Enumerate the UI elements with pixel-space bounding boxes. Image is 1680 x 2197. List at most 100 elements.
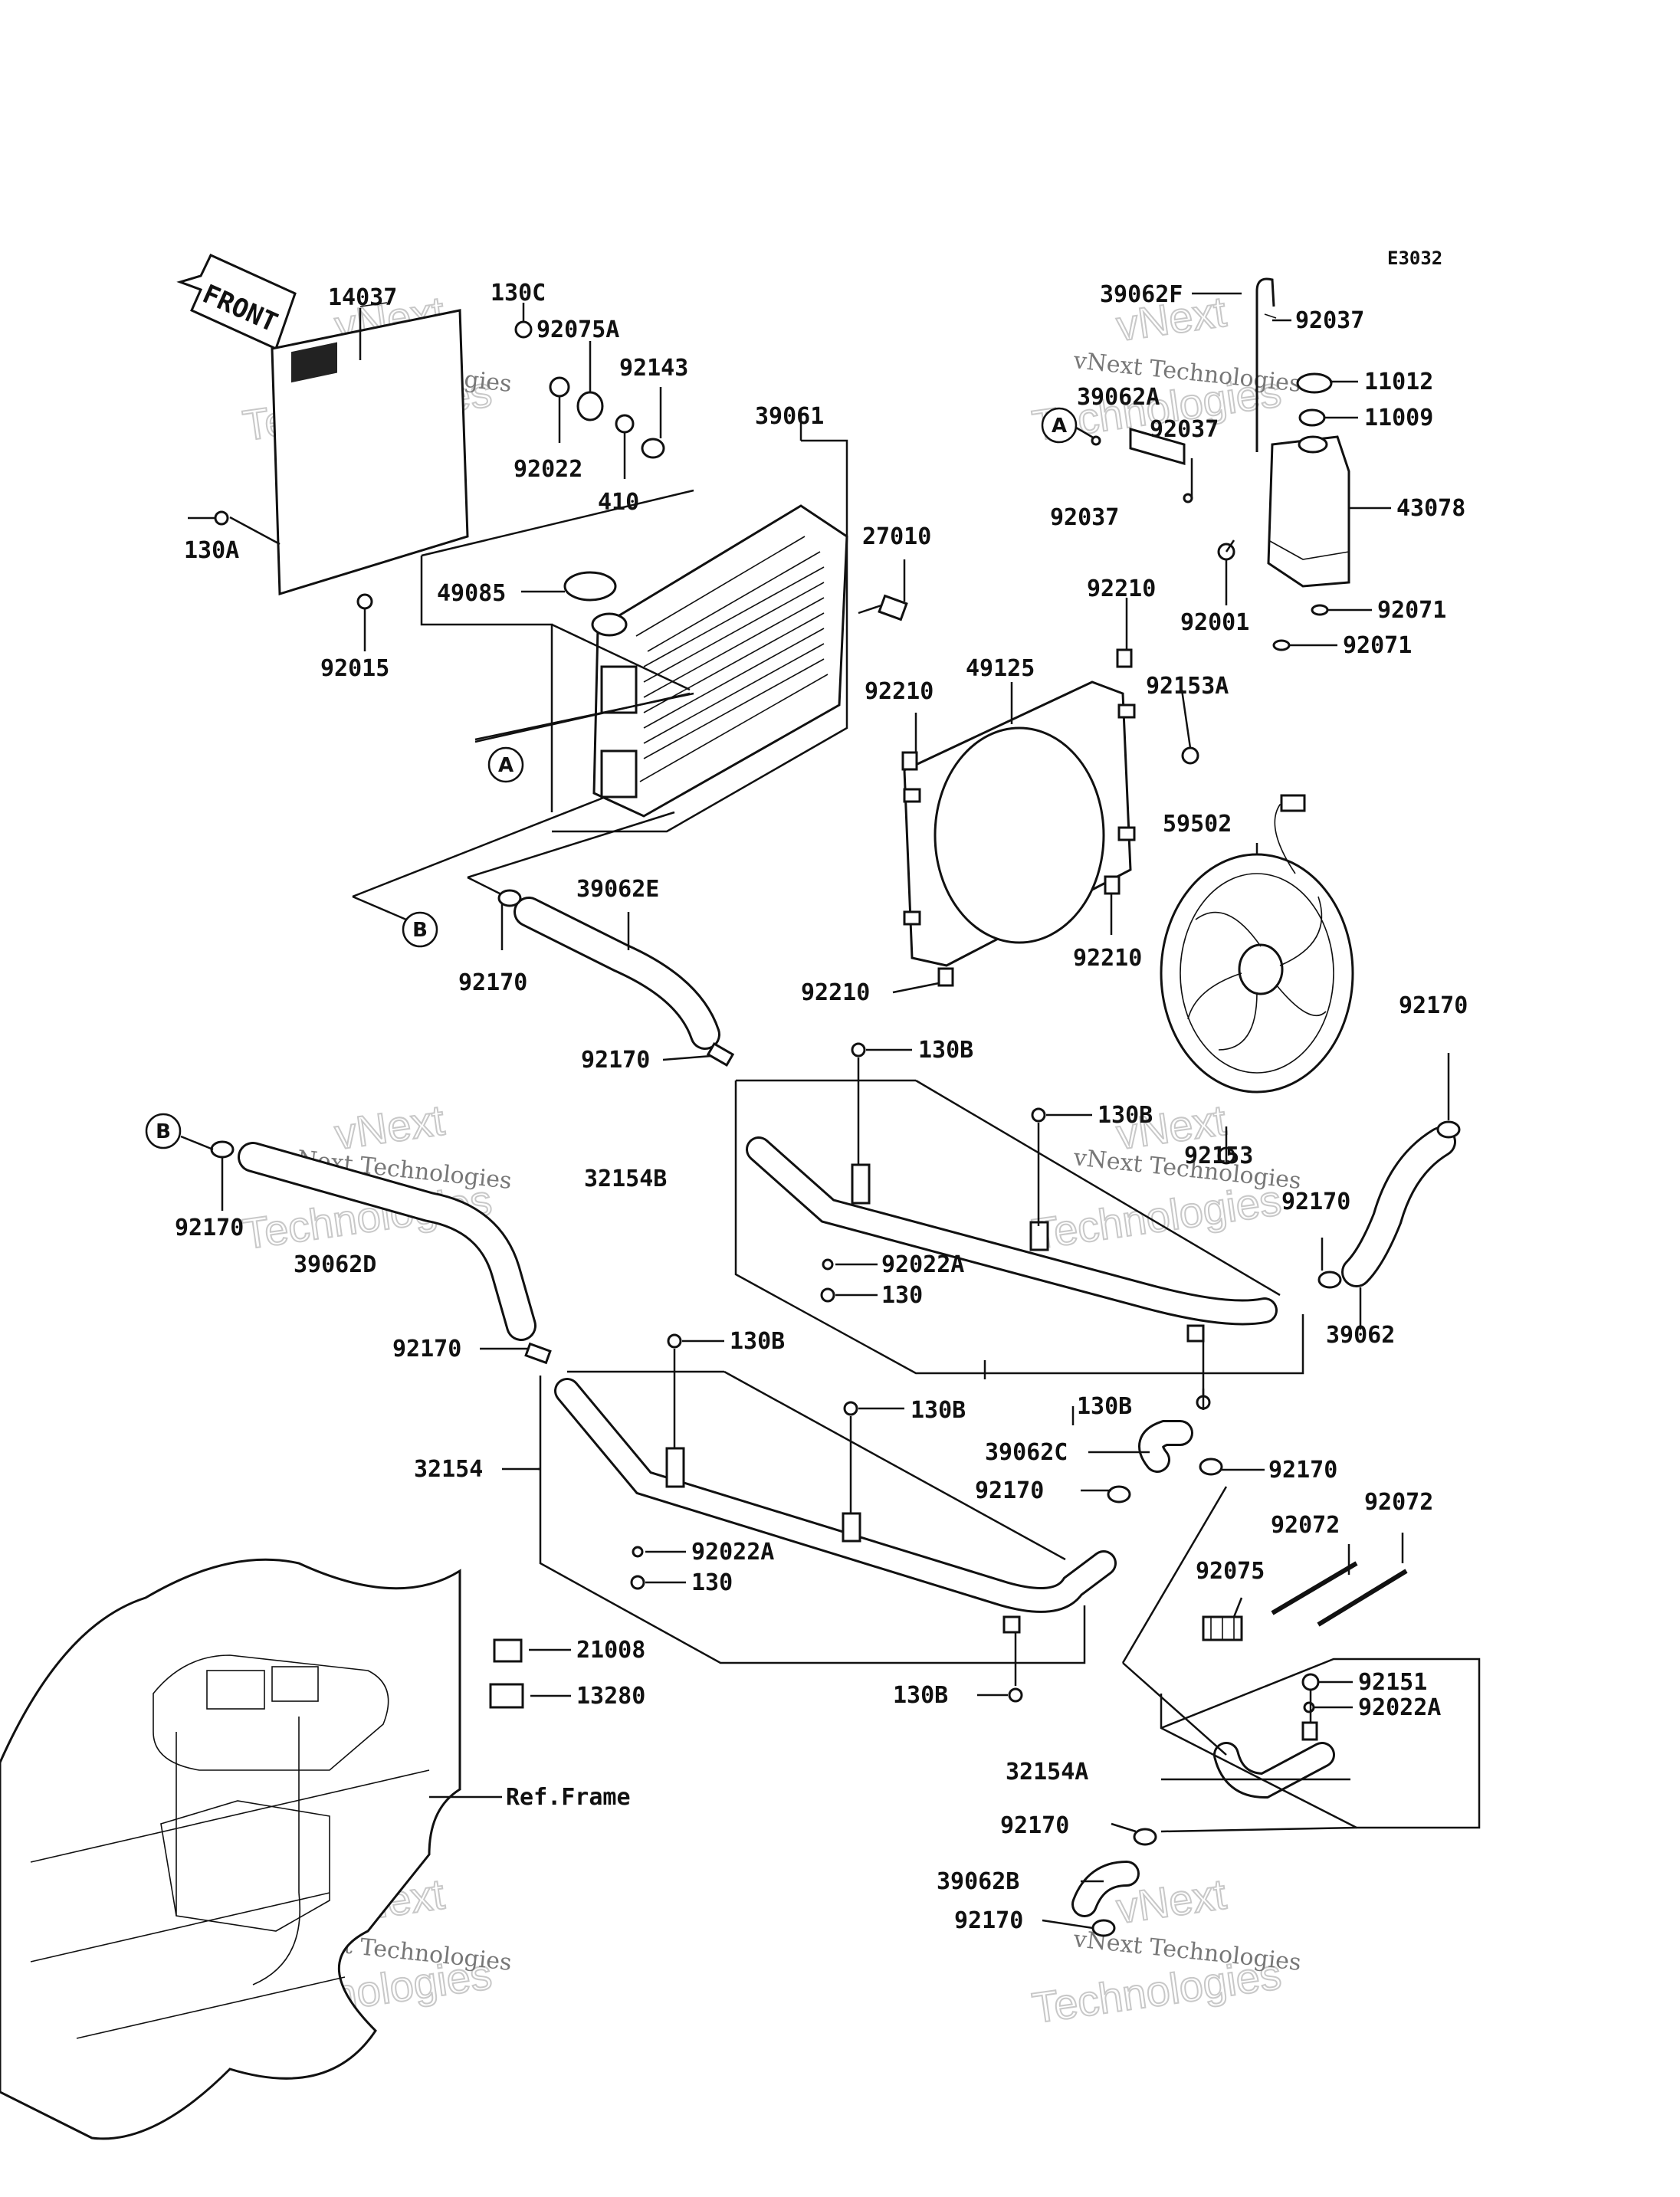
label-92071-b: 92071 xyxy=(1343,632,1412,659)
frame xyxy=(0,1558,502,2140)
svg-text:B: B xyxy=(156,1120,171,1143)
label-92022A-b: 92022A xyxy=(691,1539,774,1566)
label-130A: 130A xyxy=(184,537,239,564)
label-130-b: 130 xyxy=(691,1569,733,1596)
label-92170-d: 92170 xyxy=(1281,1189,1350,1215)
label-130B-a: 130B xyxy=(918,1037,973,1064)
callout-a-radiator: A xyxy=(474,692,691,783)
diagram-code: E3032 xyxy=(1387,248,1442,269)
callout-b-hose: B xyxy=(145,1113,214,1151)
label-92037-a: 92037 xyxy=(1295,307,1364,334)
label-14037: 14037 xyxy=(328,284,397,311)
label-92210-d: 92210 xyxy=(801,979,870,1006)
leader-lines xyxy=(188,292,1450,1930)
callout-b-radiator: B xyxy=(402,911,438,948)
fan-switch xyxy=(858,594,908,621)
label-130-a: 130 xyxy=(881,1282,923,1309)
label-92037-b: 92037 xyxy=(1150,416,1219,443)
label-21008: 21008 xyxy=(576,1637,645,1664)
label-92170-a: 92170 xyxy=(458,969,527,996)
label-92153A: 92153A xyxy=(1146,673,1229,700)
svg-text:A: A xyxy=(1052,415,1067,438)
label-32154B: 32154B xyxy=(584,1166,667,1192)
pipe-32154 xyxy=(554,1333,1117,1703)
cable-ties-92072 xyxy=(1271,1561,1408,1627)
label-130C: 130C xyxy=(491,280,546,307)
watermark-4: vNext Technologies vNext Technologies xyxy=(1029,1095,1302,1259)
reserve-tank xyxy=(1091,277,1350,651)
label-92170-j: 92170 xyxy=(954,1907,1023,1934)
label-27010: 27010 xyxy=(862,523,931,550)
shroud-clips xyxy=(901,648,1133,987)
label-410: 410 xyxy=(598,489,639,516)
label-39062F: 39062F xyxy=(1100,281,1183,308)
label-92170-h: 92170 xyxy=(1268,1457,1337,1484)
label-39062E: 39062E xyxy=(576,876,659,903)
hose-39062C xyxy=(1107,1420,1223,1503)
callout-a-tank: A xyxy=(1041,407,1095,444)
bracket-21008 xyxy=(493,1638,523,1663)
label-92015: 92015 xyxy=(320,655,389,682)
radiator xyxy=(592,504,848,818)
label-92170-c: 92170 xyxy=(1399,992,1468,1019)
label-92170-f: 92170 xyxy=(392,1336,461,1362)
hose-39062E xyxy=(497,889,735,1067)
label-92210-a: 92210 xyxy=(1087,575,1156,602)
label-13280: 13280 xyxy=(576,1683,645,1710)
hose-39062 xyxy=(1317,1120,1461,1289)
label-92210-c: 92210 xyxy=(1073,945,1142,972)
label-92170-g: 92170 xyxy=(975,1477,1044,1504)
label-92022-top: 92022 xyxy=(514,456,582,483)
pipe-32154B xyxy=(746,1042,1278,1410)
part-labels: 14037 130C 92075A 92143 92022 410 39061 … xyxy=(175,280,1468,1934)
front-arrow-icon: FRONT xyxy=(176,254,297,351)
pipe-32154B-group-lines xyxy=(734,1058,1304,1395)
label-92072-a: 92072 xyxy=(1271,1512,1340,1539)
label-32154: 32154 xyxy=(414,1456,483,1483)
label-39062D: 39062D xyxy=(294,1251,376,1278)
label-92075: 92075 xyxy=(1196,1558,1265,1585)
label-39062: 39062 xyxy=(1326,1322,1395,1349)
label-92001: 92001 xyxy=(1180,609,1249,636)
label-92170-i: 92170 xyxy=(1000,1812,1069,1839)
label-130B-d: 130B xyxy=(1077,1393,1132,1420)
label-92210-b: 92210 xyxy=(865,678,934,705)
label-92170-b: 92170 xyxy=(581,1047,650,1074)
label-43078: 43078 xyxy=(1396,495,1465,522)
pipe-32154-group-lines xyxy=(539,1349,1086,1686)
label-130B-b: 130B xyxy=(1098,1102,1153,1129)
label-130B-f: 130B xyxy=(893,1682,948,1709)
label-92153: 92153 xyxy=(1184,1143,1253,1169)
watermark-vnext: vNext xyxy=(332,1096,448,1159)
label-49125: 49125 xyxy=(966,655,1035,682)
label-39062C: 39062C xyxy=(985,1439,1068,1466)
label-59502: 59502 xyxy=(1163,811,1232,838)
pipe-32154A-group-lines xyxy=(1121,1486,1481,1833)
label-130B-e: 130B xyxy=(911,1397,966,1424)
label-92170-e: 92170 xyxy=(175,1215,244,1241)
label-92022A-c: 92022A xyxy=(1358,1694,1441,1721)
label-49085: 49085 xyxy=(437,580,506,607)
label-130B-c: 130B xyxy=(730,1328,785,1355)
label-32154A: 32154A xyxy=(1006,1759,1088,1785)
radiator-mount-parts xyxy=(214,320,665,610)
label-39062B: 39062B xyxy=(937,1868,1019,1895)
hose-39062D xyxy=(210,1140,552,1365)
label-92075A: 92075A xyxy=(536,316,619,343)
label-39061: 39061 xyxy=(755,403,824,430)
radiator-cap xyxy=(563,571,628,637)
label-92071-a: 92071 xyxy=(1377,597,1446,624)
label-39062A: 39062A xyxy=(1077,384,1160,411)
label-92037-c: 92037 xyxy=(1050,504,1119,531)
svg-text:B: B xyxy=(412,919,428,942)
label-92151: 92151 xyxy=(1358,1669,1427,1696)
fan-shroud xyxy=(903,680,1136,967)
label-92072-b: 92072 xyxy=(1364,1489,1433,1516)
watermark-6: vNext Technologies vNext Technologies xyxy=(1029,1869,1302,2033)
radiator-screen xyxy=(229,302,469,596)
label-92022A-a: 92022A xyxy=(881,1251,964,1278)
label-11009: 11009 xyxy=(1364,405,1433,431)
label-92143: 92143 xyxy=(619,355,688,382)
ref-frame-label: Ref.Frame xyxy=(506,1784,631,1811)
